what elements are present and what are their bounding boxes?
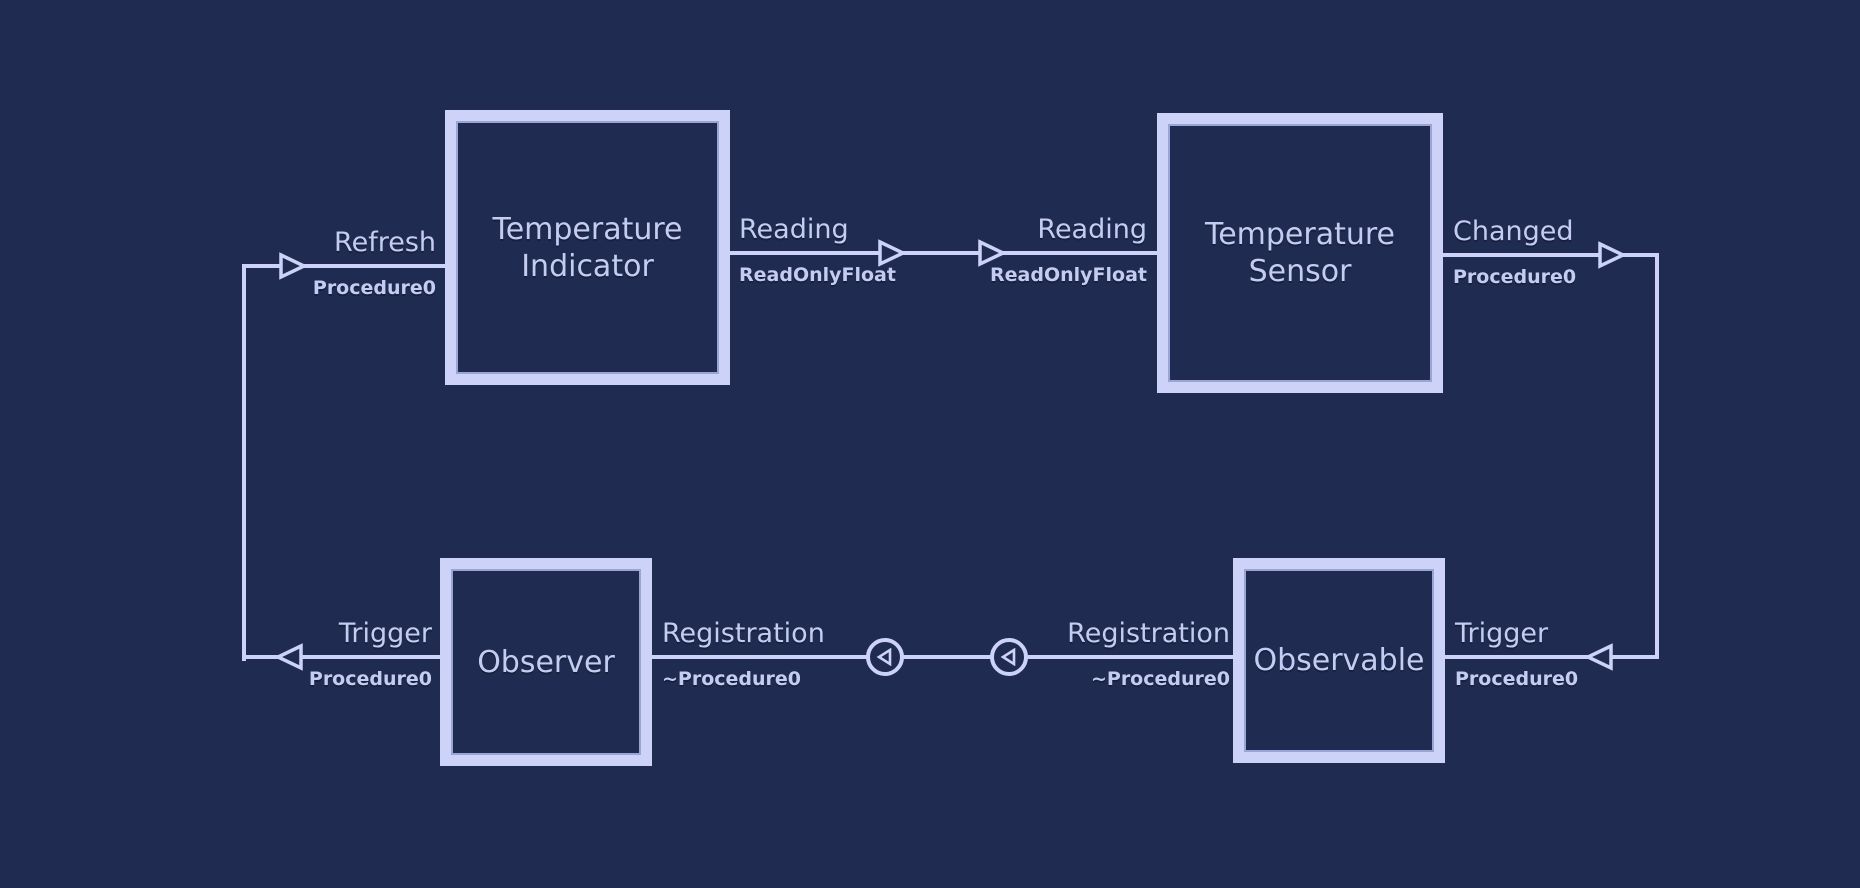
observable-trigger-connection-line: [1445, 655, 1659, 659]
changed-port-label: Changed: [1453, 216, 1574, 247]
temperature-sensor-name: Temperature Sensor: [1204, 217, 1396, 289]
circled-triangle-left-icon: [1000, 648, 1016, 666]
observer-registration-port-type-label: ~Procedure0: [662, 668, 802, 690]
observable-node[interactable]: Observable: [1233, 558, 1445, 763]
observer-node-body: Observer: [451, 569, 641, 755]
reading-out-port-type-label: ReadOnlyFloat: [739, 264, 896, 286]
observable-trigger-port-label: Trigger: [1455, 618, 1549, 649]
left-return-line: [242, 264, 246, 661]
right-return-line: [1655, 253, 1659, 659]
temperature-indicator-node-body: Temperature Indicator: [456, 121, 719, 374]
observable-trigger-in-arrow-icon[interactable]: [1585, 643, 1615, 671]
refresh-connection-line: [242, 264, 445, 268]
reading-in-arrow-icon[interactable]: [976, 239, 1006, 267]
observable-registration-port-label: Registration: [1067, 618, 1230, 649]
observer-trigger-in-arrow-icon[interactable]: [275, 643, 305, 671]
observer-registration-port-label: Registration: [662, 618, 825, 649]
reading-out-port-label: Reading: [739, 214, 849, 245]
temperature-indicator-node[interactable]: Temperature Indicator: [445, 110, 730, 385]
observer-node[interactable]: Observer: [440, 558, 652, 766]
temperature-sensor-node[interactable]: Temperature Sensor: [1157, 113, 1443, 393]
observable-node-body: Observable: [1244, 569, 1434, 752]
reading-in-port-type-label: ReadOnlyFloat: [990, 264, 1147, 286]
refresh-port-type-label: Procedure0: [312, 277, 436, 299]
temperature-sensor-node-body: Temperature Sensor: [1168, 124, 1432, 382]
reading-in-port-label: Reading: [1037, 214, 1147, 245]
observable-name: Observable: [1253, 643, 1425, 678]
observer-trigger-port-label: Trigger: [338, 618, 432, 649]
observer-registration-connector-icon[interactable]: [866, 638, 904, 676]
circled-triangle-left-icon: [876, 648, 892, 666]
observer-trigger-port-type-label: Procedure0: [308, 668, 432, 690]
changed-connection-line: [1443, 253, 1659, 257]
changed-port-type-label: Procedure0: [1453, 266, 1577, 288]
refresh-port-label: Refresh: [334, 227, 436, 258]
temperature-indicator-name: Temperature Indicator: [492, 211, 683, 284]
observable-registration-port-type-label: ~Procedure0: [1090, 668, 1230, 690]
registration-connection-line: [652, 655, 1233, 659]
changed-out-arrow-icon[interactable]: [1596, 241, 1626, 269]
observable-trigger-port-type-label: Procedure0: [1455, 668, 1579, 690]
observable-registration-connector-icon[interactable]: [990, 638, 1028, 676]
refresh-in-arrow-icon[interactable]: [277, 252, 307, 280]
observer-name: Observer: [477, 644, 615, 680]
reading-out-arrow-icon[interactable]: [876, 239, 906, 267]
reading-connection-line: [730, 251, 1157, 255]
observer-trigger-connection-line: [242, 655, 440, 659]
